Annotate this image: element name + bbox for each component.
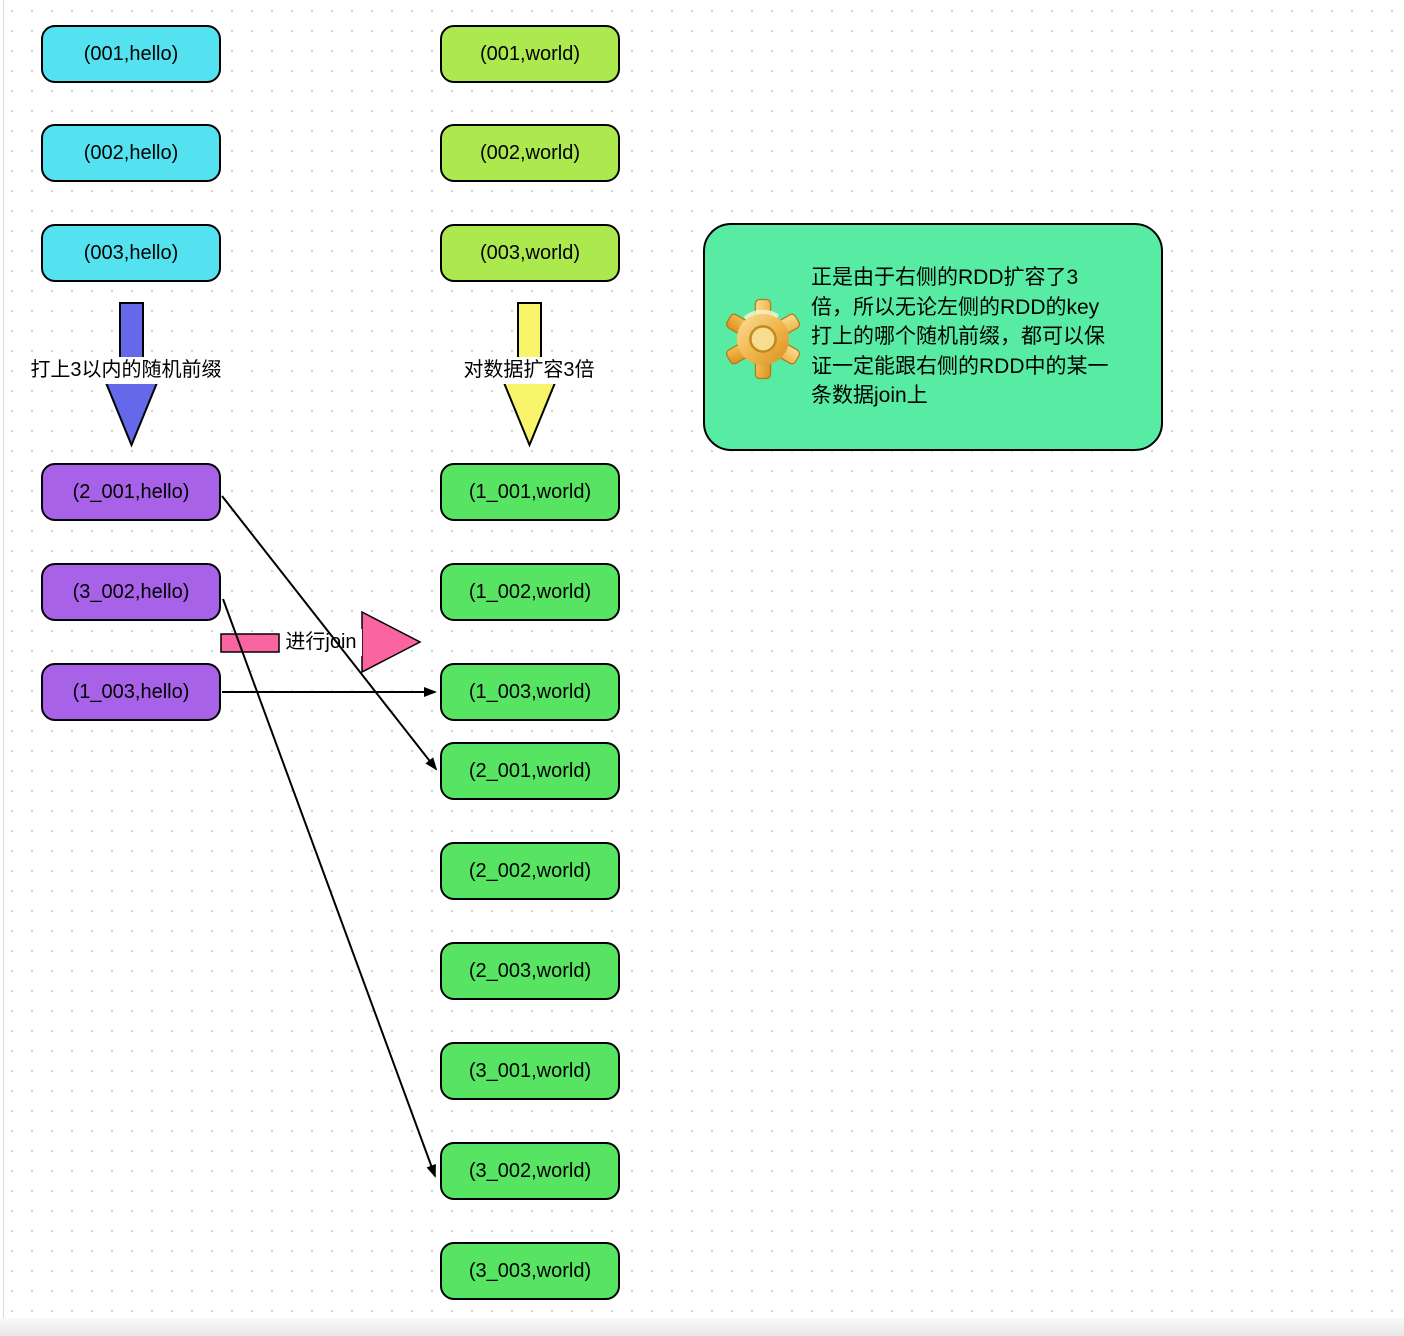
join-line-3-002 [222, 598, 436, 1178]
page-edge-bottom [0, 1318, 1404, 1336]
note-callout: 正是由于右侧的RDD扩容了3 倍，所以无论左侧的RDD的key 打上的哪个随机前… [703, 223, 1163, 451]
note-line: 倍，所以无论左侧的RDD的key [811, 295, 1100, 319]
note-text: 正是由于右侧的RDD扩容了3 倍，所以无论左侧的RDD的key 打上的哪个随机前… [811, 263, 1159, 411]
node-2-001-hello: (2_001,hello) [41, 463, 221, 521]
node-1-001-world: (1_001,world) [440, 463, 620, 521]
node-2-002-world: (2_002,world) [440, 842, 620, 900]
node-3-001-world: (3_001,world) [440, 1042, 620, 1100]
node-2-003-world: (2_003,world) [440, 942, 620, 1000]
node-2-001-world: (2_001,world) [440, 742, 620, 800]
gear-icon [725, 298, 801, 380]
node-3-002-world: (3_002,world) [440, 1142, 620, 1200]
node-1-003-hello: (1_003,hello) [41, 663, 221, 721]
join-arrow-shaft [220, 633, 280, 653]
node-1-003-world: (1_003,world) [440, 663, 620, 721]
node-3-002-hello: (3_002,hello) [41, 563, 221, 621]
node-002-world: (002,world) [440, 124, 620, 182]
node-003-world: (003,world) [440, 224, 620, 282]
expand-transform-label: 对数据扩容3倍 [451, 357, 607, 384]
node-1-002-world: (1_002,world) [440, 563, 620, 621]
note-line: 条数据join上 [811, 384, 928, 407]
node-001-hello: (001,hello) [41, 25, 221, 83]
note-line: 正是由于右侧的RDD扩容了3 [811, 266, 1079, 289]
prefix-transform-label: 打上3以内的随机前缀 [18, 357, 234, 384]
node-003-hello: (003,hello) [41, 224, 221, 282]
node-3-003-world: (3_003,world) [440, 1242, 620, 1300]
node-001-world: (001,world) [440, 25, 620, 83]
page-edge-left [3, 0, 4, 1320]
node-002-hello: (002,hello) [41, 124, 221, 182]
join-label: 进行join [280, 629, 362, 656]
note-line: 打上的哪个随机前缀，都可以保 [811, 325, 1105, 348]
note-line: 证一定能跟右侧的RDD中的某一 [811, 354, 1109, 378]
join-arrow-head [361, 610, 422, 674]
